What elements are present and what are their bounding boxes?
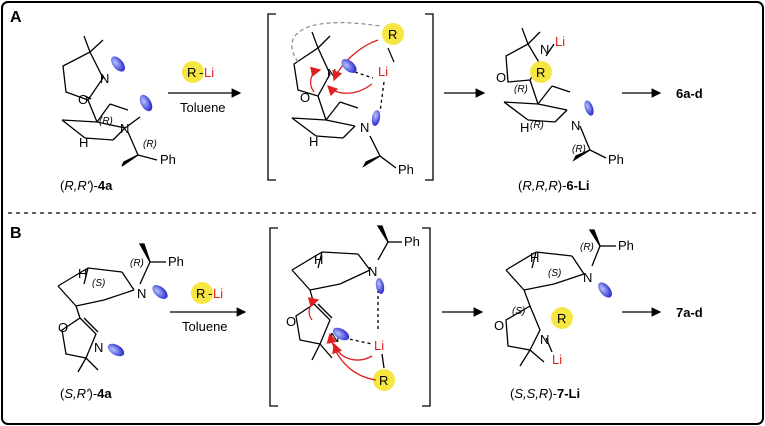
lone-pair: [375, 278, 385, 294]
lone-pair: [584, 100, 594, 116]
atom-n-oxazoline: N: [94, 340, 103, 355]
atom-n-oxazoline: N: [327, 66, 336, 81]
red-curved-arrow: [332, 342, 373, 361]
solvent-label: Toluene: [182, 319, 228, 334]
atom-o-oxazoline: O: [58, 320, 68, 335]
atom-ph: Ph: [404, 234, 420, 249]
r-highlight: [191, 282, 213, 304]
stereo-label: (S): [512, 306, 525, 317]
reagent-dash: -: [208, 286, 212, 301]
lone-pair: [332, 327, 350, 341]
atom-o-oxazoline: O: [300, 90, 310, 105]
atom-li: Li: [552, 352, 562, 367]
red-curved-arrow: [326, 332, 377, 381]
atom-h: H: [530, 250, 539, 265]
r-highlight: [382, 23, 404, 45]
atom-ph: Ph: [608, 152, 624, 167]
lone-pair: [111, 56, 125, 72]
stereo-label: (R): [99, 116, 113, 127]
compound-4a-structure: [57, 243, 166, 373]
atom-h: H: [309, 134, 318, 149]
lone-pair: [152, 285, 168, 299]
atom-ph: Ph: [160, 152, 176, 167]
red-curved-arrow: [309, 66, 322, 93]
lone-pair: [598, 282, 612, 298]
compound-label-4a: (R,R')-4a: [60, 178, 113, 193]
transition-state-a: [291, 31, 397, 169]
compound-label-7-li: (S,S,R)-7-Li: [510, 386, 580, 401]
compound-label-6-li: (R,R,R)-6-Li: [518, 178, 590, 193]
atom-o-oxazoline: O: [494, 318, 504, 333]
red-curved-arrow: [332, 39, 379, 82]
reagent-r: R: [187, 65, 196, 80]
atom-ph: Ph: [168, 254, 184, 269]
atom-n-amine: N: [571, 118, 580, 133]
atom-h: H: [79, 135, 88, 150]
panel-b-letter: B: [10, 225, 22, 242]
atom-h: H: [314, 252, 323, 267]
atom-li: Li: [374, 338, 384, 353]
atom-n-amine: N: [120, 121, 129, 136]
r-highlight: [530, 61, 552, 83]
product-label: 6a-d: [676, 86, 703, 101]
lone-pair: [371, 110, 381, 126]
atom-n-oxazoline: N: [540, 42, 549, 57]
reagent-li: Li: [213, 286, 223, 301]
atom-n-oxazoline: N: [100, 71, 109, 86]
stereo-label: (R): [572, 144, 586, 155]
atom-li: Li: [378, 64, 388, 79]
stereo-label: (R): [530, 120, 544, 131]
panel-a-letter: A: [10, 9, 22, 26]
reagent-li: Li: [204, 65, 214, 80]
compound-label-4a-b: (S,R')-4a: [60, 386, 112, 401]
stereo-label: (S): [548, 268, 561, 279]
atom-o-oxazoline: O: [78, 92, 88, 107]
reagent-r: R: [196, 286, 205, 301]
atom-r: R: [388, 27, 397, 42]
atom-o-oxazoline: O: [496, 70, 506, 85]
red-curved-arrow: [307, 297, 320, 321]
bracket-right: [422, 227, 431, 407]
lone-pair: [107, 343, 125, 357]
product-label: 7a-d: [676, 305, 703, 320]
lone-pair: [341, 59, 357, 73]
compound-4a-structure: [61, 35, 158, 167]
atom-r: R: [557, 311, 566, 326]
atom-n-amine: N: [137, 286, 146, 301]
bracket-right: [425, 13, 434, 181]
lone-pair: [139, 94, 153, 112]
atom-ph: Ph: [618, 238, 634, 253]
reagent-dash: -: [199, 65, 203, 80]
stereo-label: (R): [143, 139, 157, 150]
atom-n-amine: N: [360, 120, 369, 135]
ts-dashed-arc: [291, 22, 381, 63]
stereo-label: (S): [92, 278, 105, 289]
atom-r: R: [536, 65, 545, 80]
stereo-label: (R): [130, 258, 144, 269]
bracket-left: [267, 13, 276, 181]
atom-ph: Ph: [398, 162, 414, 177]
atom-n-oxazoline: N: [540, 332, 549, 347]
atom-h: H: [520, 120, 529, 135]
stereo-label: (R): [514, 84, 528, 95]
solvent-label: Toluene: [180, 100, 226, 115]
atom-h: H: [78, 266, 87, 281]
r-highlight: [551, 307, 573, 329]
atom-li: Li: [555, 34, 565, 49]
atom-r: R: [379, 373, 388, 388]
atom-o-oxazoline: O: [286, 314, 296, 329]
r-highlight: [182, 61, 204, 83]
stereo-label: (R): [580, 242, 594, 253]
red-curved-arrow: [327, 83, 373, 97]
transition-state-b: [291, 225, 402, 369]
atom-n-amine: N: [368, 264, 377, 279]
intermediate-7-li-structure: [505, 229, 616, 367]
r-highlight: [373, 369, 395, 391]
bracket-left: [269, 227, 278, 407]
intermediate-6-li-structure: [503, 27, 607, 162]
atom-n-amine: N: [583, 270, 592, 285]
